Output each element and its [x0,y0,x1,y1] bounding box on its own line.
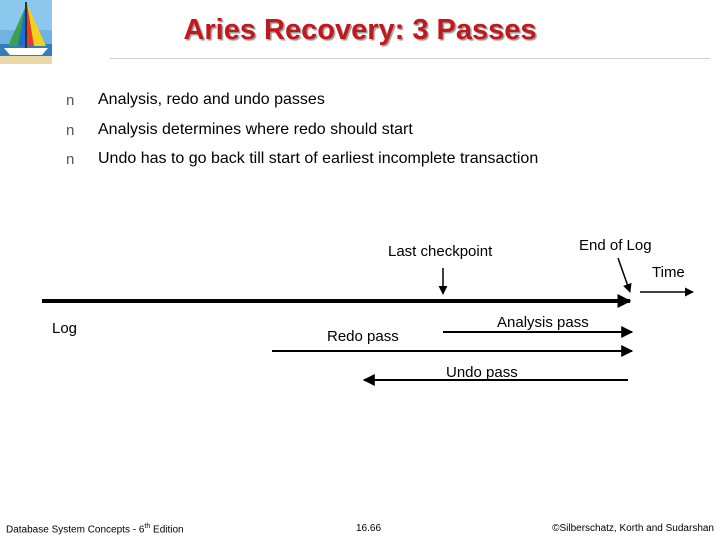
footer-book-title: Database System Concepts - 6th Edition [6,523,184,535]
undo-pass-label: Undo pass [446,364,518,381]
footer-book-title-sup: th [144,523,151,530]
footer-book-title-tail: Edition [150,524,184,536]
bullet-marker-icon: n [66,151,75,168]
sailboat-logo-icon [0,0,52,64]
bullet-marker-icon: n [66,121,75,139]
bullet-text: Analysis determines where redo should st… [98,120,413,138]
footer-book-title-main: Database System Concepts - 6 [6,524,145,536]
end-of-log-arrow [617,257,632,293]
slide-title: Aries Recovery: 3 Passes [183,14,537,46]
analysis-pass-label: Analysis pass [497,314,589,331]
bullet-text: Undo has to go back till start of earlie… [98,150,539,167]
page-number: 16.66 [356,523,382,534]
time-label: Time [652,264,685,281]
end-of-log-label: End of Log [579,237,652,254]
redo-pass-label: Redo pass [327,328,399,345]
title-divider [110,58,710,59]
bullet-text: Analysis, redo and undo passes [98,91,325,108]
footer-copyright: ©Silberschatz, Korth and Sudarshan [552,523,714,534]
log-label: Log [52,320,77,337]
last-checkpoint-label: Last checkpoint [388,243,493,260]
bullet-marker-icon: n [66,92,75,109]
